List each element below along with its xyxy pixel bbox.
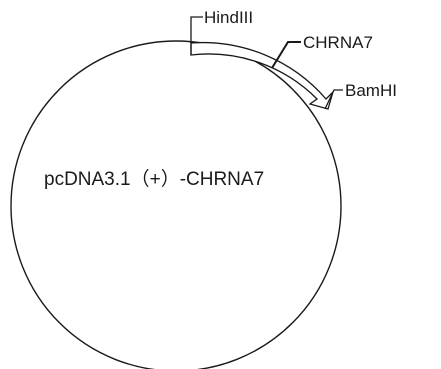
chrna7-leader-line [271,41,301,69]
bamhi-label: BamHI [345,81,397,100]
plasmid-name-label: pcDNA3.1（+）-CHRNA7 [44,168,264,190]
plasmid-backbone [10,40,342,369]
insert-arrow [190,41,334,110]
bamhi-leader-line [324,89,343,110]
hindiii-label: HindIII [204,8,253,27]
hindiii-leader-line [190,16,203,55]
chrna7-label: CHRNA7 [303,33,373,52]
